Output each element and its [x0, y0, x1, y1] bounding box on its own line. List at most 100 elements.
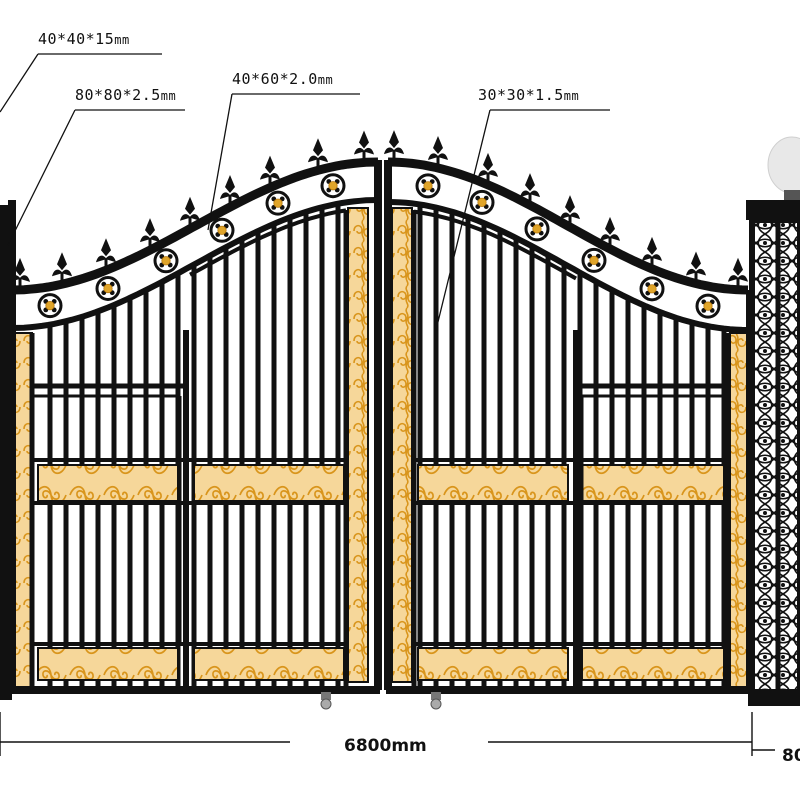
rosette-ornament [265, 190, 291, 216]
arch-top-rail-left [11, 157, 379, 295]
hinge-wheel-bracket [321, 692, 331, 700]
spear-tip [565, 195, 575, 214]
spear-tip [185, 196, 195, 215]
spear-collar [520, 190, 540, 198]
left-pillar [0, 205, 12, 700]
spear-finial [686, 251, 706, 282]
spear-collar [220, 192, 240, 200]
rosette-center [477, 197, 487, 207]
arch-lower-rail-right [387, 199, 749, 333]
spear-finial [428, 135, 448, 166]
leader-post-size [0, 53, 162, 113]
hinge-wheel [430, 698, 442, 710]
right-pillar-base [748, 692, 800, 706]
spear-tip [265, 155, 275, 174]
rosette-ornament [695, 293, 721, 319]
rosette-ornament [524, 216, 550, 242]
arch-lower-rail-left [11, 197, 379, 331]
spear-collar [52, 269, 72, 277]
spear-collar [96, 255, 116, 263]
callout-frame-size: 80*80*2.5mm [75, 86, 177, 104]
spear-finial [180, 196, 200, 227]
spear-tip [225, 175, 235, 194]
spear-tip [145, 218, 155, 237]
spear-finial [520, 173, 540, 204]
rosette-center [703, 301, 713, 311]
spear-collar [384, 147, 404, 155]
spear-finial [220, 175, 240, 206]
rosette-ornament [320, 173, 346, 199]
bottom-band-gold [193, 647, 345, 681]
right-pillar-cap [746, 200, 800, 220]
spear-finial [478, 152, 498, 183]
rosette-ornament [469, 189, 495, 215]
spear-finial [560, 195, 580, 226]
spear-collar [260, 172, 280, 180]
rosette-center [103, 283, 113, 294]
pillar-width-dimension: 80 [782, 746, 800, 766]
spear-collar [10, 275, 30, 282]
spear-finial [600, 216, 620, 247]
spear-finial [96, 238, 116, 269]
rosette-center [273, 198, 283, 208]
spear-collar [354, 147, 374, 155]
overall-width-dimension: 6800mm [344, 736, 427, 756]
rosette-center [532, 224, 542, 234]
spear-tip [691, 251, 701, 270]
arched-top [11, 157, 749, 333]
spear-tip [57, 252, 67, 271]
rosette-center [217, 225, 227, 235]
spear-tip [605, 216, 615, 235]
spear-finial [384, 130, 404, 161]
center-stile-gold [391, 207, 413, 683]
spear-collar [642, 254, 662, 261]
lamp-base [784, 190, 800, 200]
callout-post-size: 40*40*15mm [38, 30, 130, 48]
spear-collar [308, 155, 328, 163]
bottom-band-gold [581, 647, 725, 681]
spear-collar [560, 212, 580, 220]
spear-collar [140, 235, 160, 243]
arch-top-rail-right [387, 157, 749, 295]
hinge-wheel [320, 698, 332, 710]
leader-bar-size [435, 109, 610, 331]
rosette-center [423, 181, 433, 191]
spear-tip [15, 257, 25, 276]
spear-tip [101, 238, 111, 257]
pillars [0, 136, 800, 710]
rosette-center [161, 256, 171, 266]
rosette-center [589, 255, 599, 265]
spear-collar [728, 275, 748, 282]
bottom-band-gold [417, 647, 569, 681]
hinge-wheel-bracket [431, 692, 441, 700]
middle-band-gold [581, 464, 725, 502]
middle-band-gold [417, 464, 569, 502]
spear-tip [313, 138, 323, 157]
spear-tip [525, 173, 535, 192]
rosette-center [647, 284, 657, 294]
rosette-center [328, 181, 338, 191]
arch-inner-rail-right [413, 209, 577, 281]
middle-band-gold [37, 464, 179, 502]
rosette-ornaments [37, 173, 721, 319]
spear-finial [354, 130, 374, 161]
lamp-globe [767, 136, 800, 194]
spear-finial [52, 252, 72, 283]
callout-top-rail-size: 40*60*2.0mm [232, 70, 334, 88]
spear-collar [478, 170, 498, 177]
spear-finial [728, 257, 748, 288]
rosette-ornament [581, 247, 607, 273]
spear-tip [359, 130, 369, 149]
bottom-band-gold [37, 647, 179, 681]
rosette-center [45, 301, 55, 311]
spear-collar [600, 234, 620, 241]
rosette-ornament [415, 173, 441, 199]
spear-collar [180, 214, 200, 221]
callout-leader-lines [0, 53, 610, 331]
spear-finials [10, 130, 748, 288]
spear-collar [428, 153, 448, 160]
spear-tip [433, 135, 443, 154]
spear-tip [483, 152, 493, 171]
